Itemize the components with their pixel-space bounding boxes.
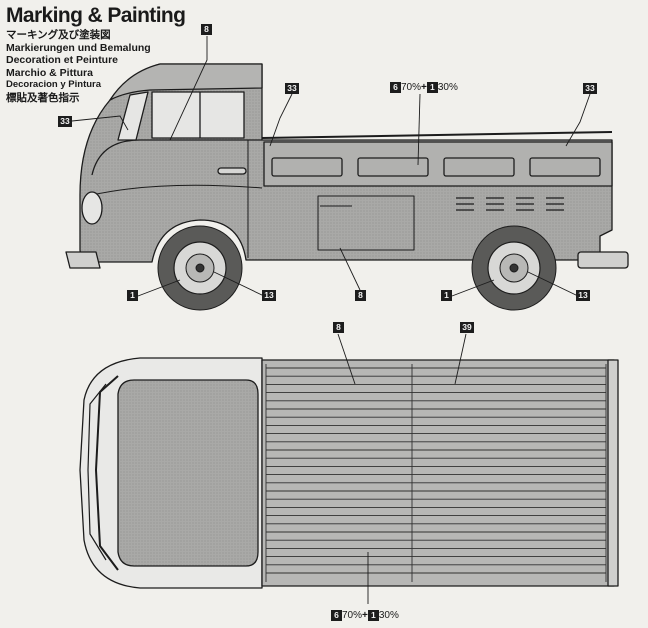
- title-german: Markierungen und Bemalung: [6, 41, 151, 54]
- bed-slot-2: [357, 157, 429, 177]
- rear-bumper: [577, 251, 629, 269]
- paint-b-badge: 1: [367, 610, 379, 621]
- bed-slot-1: [271, 157, 343, 177]
- mix-plus: +: [421, 82, 427, 93]
- sheet-title: Marking & Painting: [6, 4, 186, 27]
- front-wheel: [157, 225, 243, 311]
- callout-rear-hub: 13: [576, 290, 590, 301]
- callout-rear-tire: 1: [441, 290, 452, 301]
- callout-bed-rear-rail: 33: [583, 83, 597, 94]
- callout-bed-front-rail: 33: [285, 83, 299, 94]
- callout-bed-slats: 39: [460, 322, 474, 333]
- title-italian: Marchio & Pittura: [6, 66, 93, 79]
- door-handle: [217, 167, 247, 175]
- side-leader-lines: [71, 36, 591, 297]
- paint-a-badge: 6: [390, 82, 401, 93]
- bed-floor: [261, 359, 615, 587]
- paint-a-pct: 70%: [401, 82, 422, 93]
- cab-side-window: [151, 91, 245, 139]
- mix-plus: +: [362, 610, 368, 621]
- bed-slot-3: [443, 157, 515, 177]
- callout-body-lower: 8: [355, 290, 366, 301]
- title-spanish: Decoracion y Pintura: [6, 79, 102, 91]
- title-french: Decoration et Peinture: [6, 54, 119, 67]
- translated-titles: マーキング及び塗装図 Markierungen und Bemalung Dec…: [6, 29, 151, 105]
- headlight: [81, 191, 103, 225]
- callout-bed-floor: 8: [333, 322, 344, 333]
- paint-b-pct: 30%: [437, 82, 458, 93]
- bed-slot-4: [529, 157, 601, 177]
- title-japanese: マーキング及び塗装図: [6, 29, 111, 41]
- roof-panel: [109, 63, 263, 101]
- storage-box: [317, 195, 415, 251]
- side-view-truck: [65, 63, 629, 269]
- paint-b-badge: 1: [426, 82, 438, 93]
- title-chinese: 標貼及著色指示: [6, 91, 80, 104]
- bed-slats: [265, 364, 607, 582]
- bed-side-rail: [263, 141, 613, 187]
- callout-front-tire: 1: [127, 290, 138, 301]
- callout-windshield: 33: [58, 116, 72, 127]
- rear-wheel: [471, 225, 557, 311]
- callout-roof: 8: [201, 24, 212, 35]
- paint-a-pct: 70%: [342, 610, 363, 621]
- cab-roof-panel: [117, 379, 259, 567]
- top-leader-lines: [337, 333, 467, 604]
- paint-b-pct: 30%: [378, 610, 399, 621]
- front-bumper: [65, 251, 101, 269]
- callout-front-hub: 13: [262, 290, 276, 301]
- paint-a-badge: 6: [331, 610, 342, 621]
- roof-rack: [95, 375, 119, 571]
- tailgate: [607, 359, 619, 587]
